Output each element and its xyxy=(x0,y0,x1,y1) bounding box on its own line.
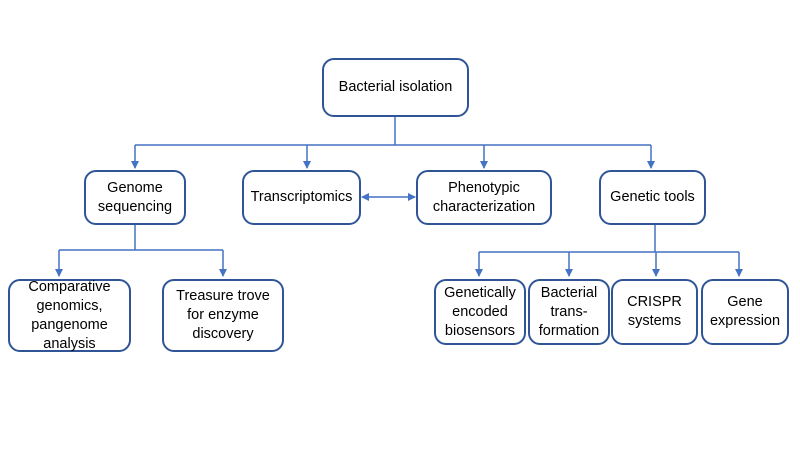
node-gene-expression: Gene expression xyxy=(701,279,789,345)
node-comparative-genomics: Comparative genomics, pangenome analysis xyxy=(8,279,131,352)
node-bacterial-transformation: Bacterial trans- formation xyxy=(528,279,610,345)
node-genome-sequencing: Genome sequencing xyxy=(84,170,186,225)
node-bacterial-isolation: Bacterial isolation xyxy=(322,58,469,117)
node-phenotypic-characterization: Phenotypic characterization xyxy=(416,170,552,225)
node-treasure-trove: Treasure trove for enzyme discovery xyxy=(162,279,284,352)
node-genetic-tools: Genetic tools xyxy=(599,170,706,225)
node-transcriptomics: Transcriptomics xyxy=(242,170,361,225)
node-genetically-encoded-biosensors: Genetically encoded biosensors xyxy=(434,279,526,345)
node-crispr-systems: CRISPR systems xyxy=(611,279,698,345)
